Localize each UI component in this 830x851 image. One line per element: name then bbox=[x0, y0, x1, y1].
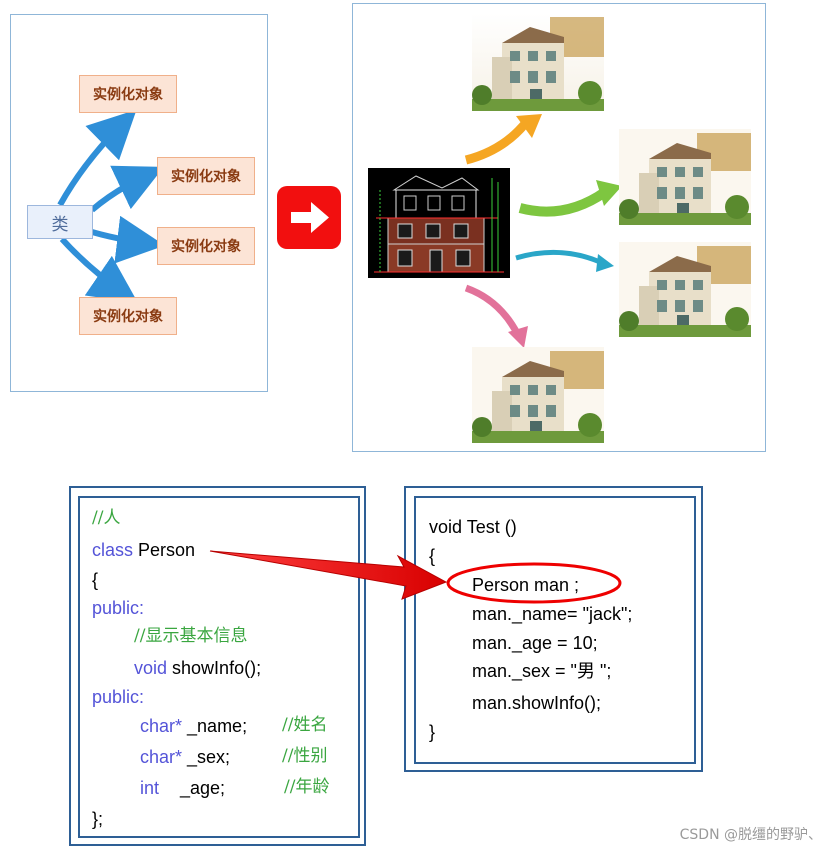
test-code-inner bbox=[414, 496, 696, 764]
code-close-brace: }; bbox=[92, 809, 104, 829]
test-line-show: man.showInfo(); bbox=[472, 693, 602, 713]
instance-box-3: 实例化对象 bbox=[157, 227, 255, 265]
instance-box-2: 实例化对象 bbox=[157, 157, 255, 195]
house-image-1 bbox=[472, 13, 604, 111]
code-comment-sex: //性别 bbox=[282, 746, 328, 766]
code-field-name-text: _name; bbox=[182, 716, 248, 736]
watermark: CSDN @脱缰的野驴、 bbox=[679, 827, 822, 843]
code-kw-char-1: char* bbox=[140, 716, 183, 736]
code-kw-char-2: char* bbox=[140, 747, 183, 767]
blue-arrow bbox=[515, 249, 601, 265]
test-line-open-brace: { bbox=[429, 546, 436, 566]
code-class-decl: class Person bbox=[92, 541, 195, 559]
code-kw-class: class bbox=[92, 540, 134, 560]
test-line-age: man._age = 10; bbox=[472, 633, 598, 653]
house-image-3 bbox=[619, 242, 751, 337]
highlight-ellipse bbox=[446, 562, 622, 604]
code-field-name: char* _name; bbox=[140, 717, 247, 735]
pink-arrow bbox=[464, 284, 522, 337]
red-arrow-button bbox=[277, 186, 341, 249]
code-method-decl: void showInfo(); bbox=[134, 659, 261, 677]
code-comment-show: //显示基本信息 bbox=[134, 626, 248, 646]
arrow-to-instance-2 bbox=[90, 165, 164, 213]
instance-box-1: 实例化对象 bbox=[79, 75, 177, 113]
arrow-to-instance-3 bbox=[91, 215, 165, 264]
green-arrow bbox=[518, 187, 608, 217]
code-field-sex-text: _sex; bbox=[182, 747, 231, 767]
code-field-age: _age; bbox=[180, 778, 226, 798]
arrow-to-instance-1 bbox=[57, 109, 137, 207]
code-comment-name: //姓名 bbox=[282, 715, 328, 735]
code-class-name: Person bbox=[133, 540, 196, 560]
blueprint-drawing bbox=[368, 168, 510, 278]
code-kw-void: void bbox=[134, 658, 168, 678]
test-line-name: man._name= "jack"; bbox=[472, 604, 633, 624]
code-open-brace: { bbox=[92, 570, 99, 590]
test-line-declare: Person man ; bbox=[472, 575, 580, 595]
test-line-close-brace: } bbox=[429, 722, 436, 742]
house-image-2 bbox=[619, 129, 751, 225]
code-comment-age: //年龄 bbox=[284, 777, 330, 797]
instantiate-arrow bbox=[209, 550, 448, 600]
right-arrow-icon bbox=[291, 202, 329, 233]
blueprint-image bbox=[368, 168, 510, 278]
instance-box-4: 实例化对象 bbox=[79, 297, 177, 335]
class-box: 类 bbox=[27, 205, 93, 239]
code-method-name: showInfo(); bbox=[167, 658, 262, 678]
code-field-sex: char* _sex; bbox=[140, 748, 230, 766]
code-kw-int: int bbox=[140, 778, 160, 798]
arrow-to-instance-4 bbox=[59, 236, 138, 303]
code-public-1: public: bbox=[92, 598, 145, 618]
test-line-signature: void Test () bbox=[429, 517, 517, 537]
code-comment-person: //人 bbox=[92, 508, 121, 528]
code-public-2: public: bbox=[92, 687, 145, 707]
test-line-sex: man._sex = "男 "; bbox=[472, 661, 612, 681]
house-image-4 bbox=[472, 347, 604, 443]
